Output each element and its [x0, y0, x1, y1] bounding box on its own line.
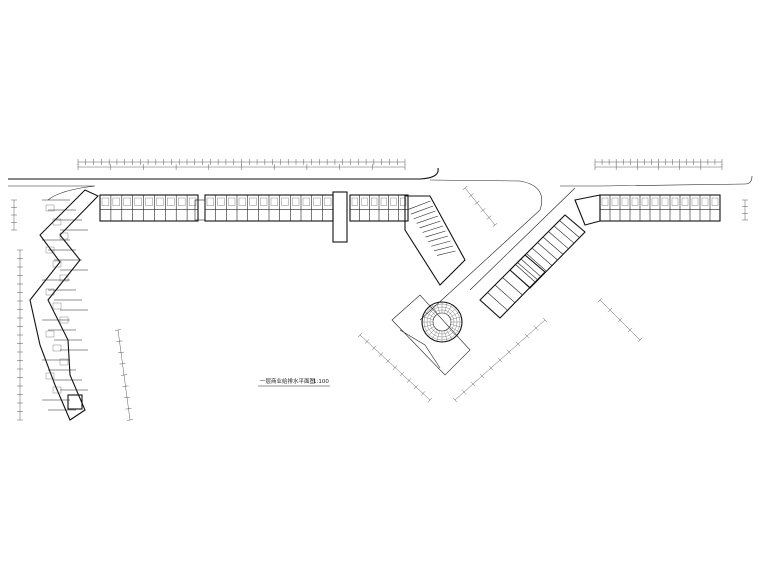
drawing-title-label: 一层商业给排水平面图 1:100 — [258, 377, 330, 387]
road-curve-middle — [419, 179, 543, 321]
road-diagonal — [469, 187, 576, 291]
east-wing-block — [574, 194, 721, 226]
road-edge-north — [8, 167, 439, 180]
drawing-title: 一层商业给排水平面图 — [260, 377, 316, 385]
road-edge-west — [8, 185, 96, 201]
road-edge-east — [560, 175, 753, 187]
west-wing-block — [29, 189, 99, 421]
north-wing-block — [99, 191, 409, 243]
circular-plaza — [421, 301, 463, 343]
middle-diagonal-block — [391, 195, 586, 376]
road-outline — [8, 167, 753, 321]
drawing-scale: 1:100 — [313, 379, 329, 385]
dimension-lines — [11, 159, 748, 421]
